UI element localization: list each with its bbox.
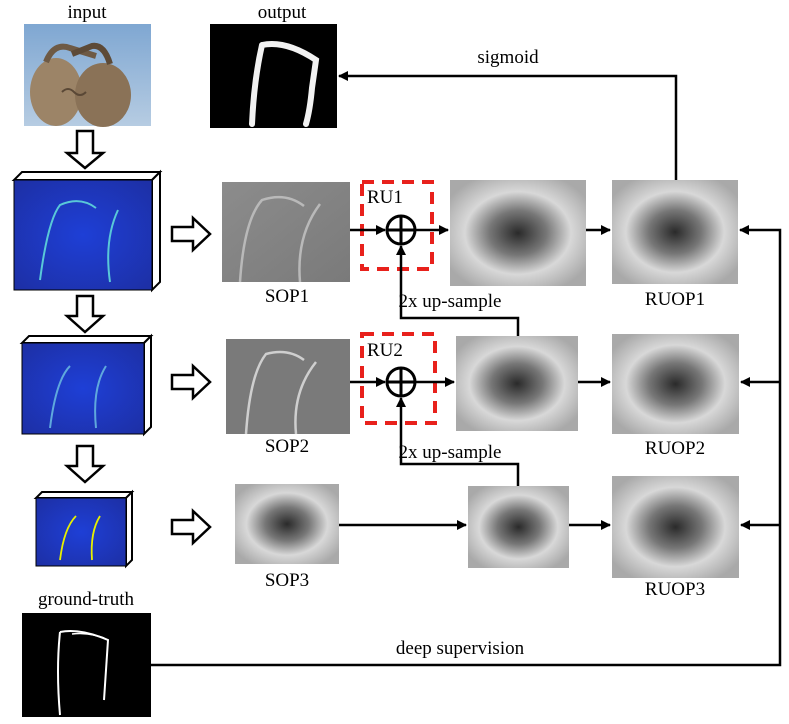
sop1-image: [222, 182, 350, 283]
ruop1-label: RUOP1: [644, 289, 706, 310]
right-arrow-3: [170, 508, 212, 546]
feature-map-1: [11, 169, 163, 293]
ru2-sum-node: [385, 366, 417, 398]
sop3-passthrough-image: [468, 486, 569, 568]
ruop3-label: RUOP3: [644, 579, 706, 600]
ru1-sum-node: [385, 214, 417, 246]
upsample-label-1: 2x up-sample: [398, 291, 502, 312]
sop2-image: [226, 339, 350, 435]
ru1-label: RU1: [367, 187, 403, 208]
output-image: [210, 24, 337, 128]
ru2-label: RU2: [367, 340, 403, 361]
output-label: output: [257, 2, 307, 23]
down-arrow-3: [63, 444, 107, 484]
right-arrow-1: [170, 215, 212, 253]
down-arrow-1: [63, 129, 107, 170]
ru1-output-image: [450, 180, 586, 286]
ruop2-label: RUOP2: [644, 438, 706, 459]
sop3-label: SOP3: [264, 570, 310, 591]
feature-map-2: [19, 333, 154, 437]
ground-truth-image: [22, 613, 151, 717]
ruop3-image: [612, 476, 739, 578]
feature-map-3: [33, 489, 135, 569]
right-arrow-2: [170, 363, 212, 401]
sop2-label: SOP2: [264, 436, 310, 457]
connectors: [151, 71, 782, 667]
sop3-image: [235, 484, 339, 564]
upsample-label-2: 2x up-sample: [398, 442, 502, 463]
ru1-box: [360, 180, 434, 271]
deep-supervision-label: deep supervision: [395, 638, 525, 659]
sop1-label: SOP1: [264, 286, 310, 307]
ruop2-image: [612, 334, 739, 434]
down-arrow-2: [63, 294, 107, 334]
ruop1-image: [612, 180, 738, 284]
input-label: input: [67, 2, 107, 23]
ground-truth-label: ground-truth: [37, 589, 135, 610]
ru2-output-image: [456, 336, 578, 431]
sigmoid-label: sigmoid: [477, 47, 539, 68]
input-image: [24, 24, 151, 127]
